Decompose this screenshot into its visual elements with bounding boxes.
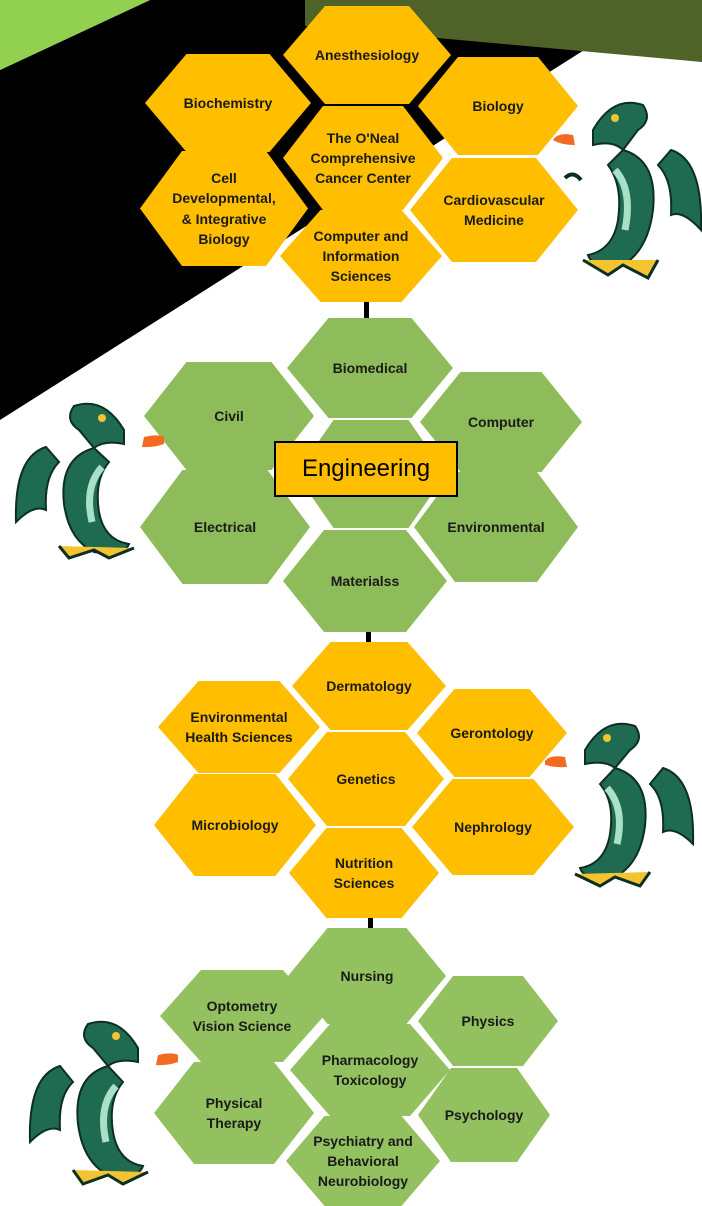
dragon-mascot-icon bbox=[553, 101, 702, 281]
connector-line bbox=[364, 296, 369, 320]
hex-nutrition-sciences: Nutrition Sciences bbox=[289, 828, 439, 918]
hex-dermatology: Dermatology bbox=[292, 642, 446, 730]
connector-line bbox=[368, 912, 373, 928]
hex-genetics: Genetics bbox=[288, 732, 444, 826]
hex-materials: Materialss bbox=[283, 530, 447, 632]
dragon-mascot-icon bbox=[14, 402, 164, 560]
hex-nephrology: Nephrology bbox=[412, 779, 574, 875]
hex-cell-developmental-biology: Cell Developmental, & Integrative Biolog… bbox=[140, 151, 308, 266]
hex-anesthesiology: Anesthesiology bbox=[283, 6, 451, 104]
hex-gerontology: Gerontology bbox=[417, 689, 567, 777]
lime-corner-triangle bbox=[0, 0, 150, 70]
hex-pharmacology-toxicology: Pharmacology Toxicology bbox=[290, 1024, 450, 1116]
dragon-mascot-icon bbox=[545, 722, 695, 888]
engineering-label: Engineering bbox=[274, 441, 458, 497]
dragon-mascot-icon bbox=[28, 1020, 178, 1186]
hex-microbiology: Microbiology bbox=[154, 774, 316, 876]
connector-line bbox=[366, 628, 371, 644]
